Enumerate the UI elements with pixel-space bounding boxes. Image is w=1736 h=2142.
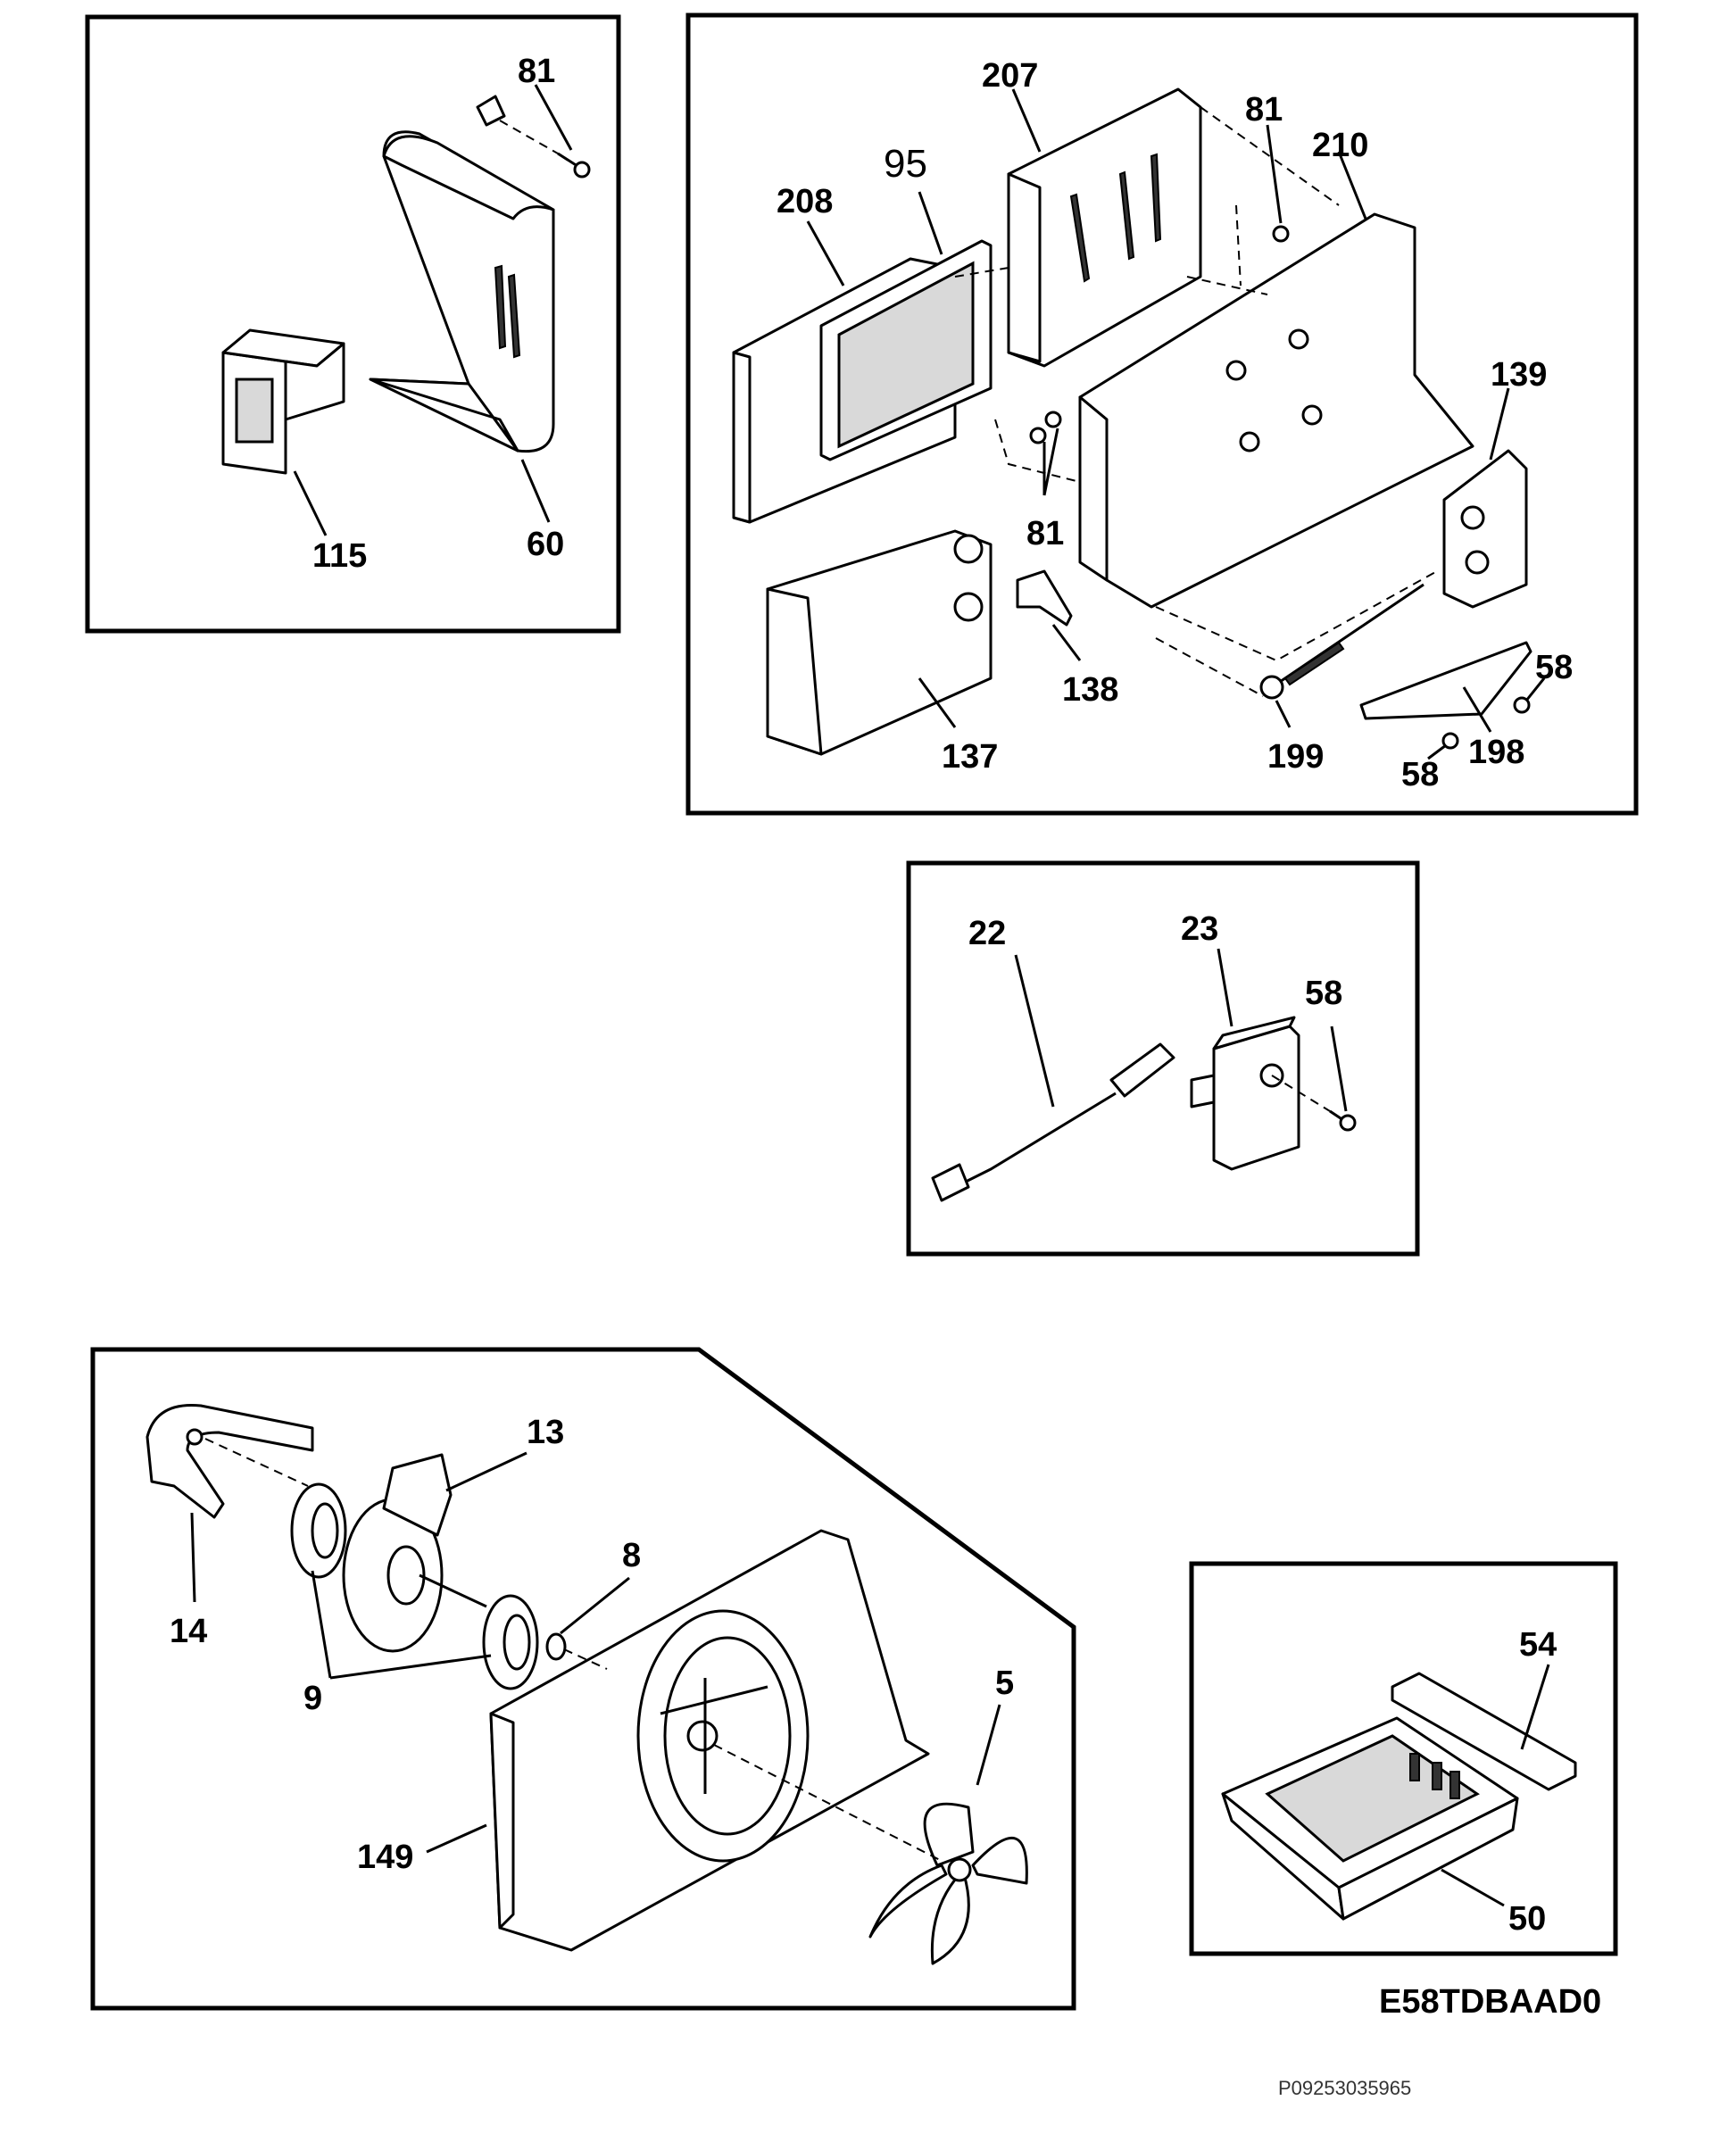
panel-5-frame [1189, 1561, 1618, 1956]
callout-95: 95 [884, 142, 927, 186]
panel-2: 207 95 81 210 208 139 81 138 137 58 199 … [685, 12, 1639, 816]
callout-23: 23 [1181, 910, 1218, 948]
callout-58: 58 [1305, 975, 1342, 1012]
leader-58-right [1524, 677, 1546, 702]
callout-50: 50 [1508, 1900, 1546, 1938]
leader-208 [806, 220, 845, 286]
callout-9: 9 [303, 1680, 322, 1717]
leader-139 [1489, 387, 1510, 461]
drawing-code: E58TDBAAD0 [1379, 1983, 1601, 2021]
part-210-bracket [1078, 212, 1474, 609]
leader-199 [1275, 700, 1292, 728]
part-23-cover [1190, 1016, 1300, 1171]
part-115-motor [221, 328, 345, 475]
panel-1: 81 115 60 [85, 14, 621, 634]
callout-58-right: 58 [1535, 649, 1573, 686]
callout-8: 8 [622, 1537, 641, 1574]
callout-81-top: 81 [1245, 91, 1283, 129]
panel-1-frame [85, 14, 621, 634]
leader-60 [520, 459, 551, 523]
leader-8 [560, 1576, 630, 1635]
part-81-screw [557, 152, 591, 178]
part-13-motor [342, 1453, 487, 1653]
part-58-screw [1329, 1109, 1357, 1132]
callout-81-mid: 81 [1026, 515, 1064, 552]
leader-198 [1462, 686, 1492, 733]
part-198-plate [1359, 641, 1532, 720]
panel-4-frame [90, 1347, 1076, 2011]
callout-81: 81 [518, 53, 555, 90]
panel-3: 22 23 58 [906, 860, 1420, 1257]
part-138-clip [1016, 569, 1073, 627]
callout-199: 199 [1267, 738, 1324, 776]
panel-2-frame [685, 12, 1639, 816]
leader-54 [1520, 1664, 1550, 1750]
part-50-control-box [1221, 1716, 1519, 1921]
leader-81 [534, 84, 573, 151]
leader-58 [1330, 1025, 1348, 1112]
callout-139: 139 [1491, 356, 1547, 394]
callout-137: 137 [942, 738, 998, 776]
panel-4: 13 14 8 9 5 149 [90, 1347, 1076, 2011]
leader-58-bottom [1427, 743, 1447, 760]
part-54-bracket [1391, 1672, 1577, 1791]
callout-207: 207 [982, 57, 1038, 95]
leader-137 [918, 677, 957, 728]
part-22-sensor [931, 1042, 1175, 1202]
leader-207 [1011, 88, 1042, 153]
leader-5 [976, 1704, 1001, 1786]
callout-138: 138 [1062, 671, 1118, 709]
leader-81-top [1266, 124, 1283, 224]
part-139-switch [1442, 449, 1528, 609]
part-5-fan-blade [868, 1802, 1028, 1965]
part-60-housing [369, 95, 555, 453]
callout-149: 149 [357, 1839, 413, 1876]
leader-23 [1217, 948, 1233, 1027]
callout-198: 198 [1468, 734, 1524, 771]
part-81-screw-c [1044, 411, 1062, 428]
part-8-washer [545, 1632, 567, 1661]
part-9-wheel-left [290, 1482, 347, 1579]
leader-210 [1337, 151, 1367, 220]
reference-number: P09253035965 [1278, 2077, 1411, 2099]
leader-9-right [329, 1654, 492, 1680]
leader-81-mid [1042, 428, 1059, 496]
leader-50 [1441, 1868, 1505, 1907]
leader-14 [190, 1512, 196, 1603]
callout-115: 115 [312, 537, 367, 575]
callout-22: 22 [968, 915, 1006, 952]
part-95-filter [819, 239, 993, 461]
leader-149 [426, 1823, 487, 1854]
callout-54: 54 [1519, 1626, 1557, 1664]
part-149-shroud [489, 1529, 930, 1952]
callout-13: 13 [527, 1414, 564, 1451]
callout-60: 60 [527, 526, 564, 563]
part-58-screw-a [1513, 696, 1531, 714]
leader-13 [445, 1451, 527, 1492]
part-207-cover [1007, 87, 1202, 368]
leader-138 [1051, 624, 1082, 661]
callout-210: 210 [1312, 127, 1368, 164]
part-81-screw-a [1272, 225, 1290, 243]
part-58-screw-b [1441, 732, 1459, 750]
leader-9-left [311, 1570, 332, 1679]
part-14-bracket [145, 1403, 314, 1519]
part-9-wheel-right [482, 1594, 539, 1690]
callout-208: 208 [777, 183, 833, 220]
panel-3-frame [906, 860, 1420, 1257]
leader-95 [918, 191, 943, 255]
part-199-spring-rod [1259, 583, 1425, 700]
callout-14: 14 [170, 1613, 207, 1650]
leader-22 [1014, 954, 1055, 1108]
callout-5: 5 [995, 1665, 1014, 1702]
leader-115 [293, 470, 328, 536]
part-137-container [766, 529, 993, 756]
part-81-screw-b [1029, 427, 1047, 444]
callout-58-bottom: 58 [1401, 756, 1439, 793]
panel-5: 54 50 [1189, 1561, 1618, 1956]
